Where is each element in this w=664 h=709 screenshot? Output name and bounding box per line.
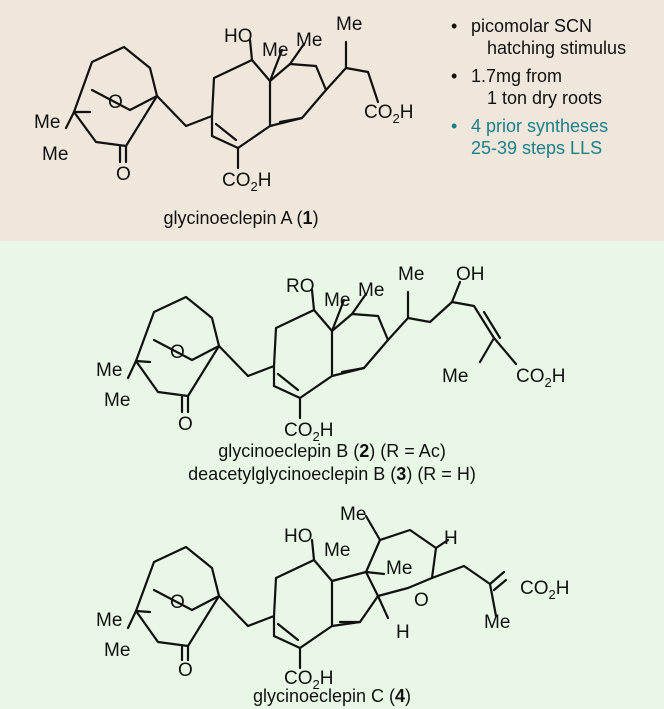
glycinoeclepin-a-panel <box>0 0 664 241</box>
glycinoeclepin-bc-panel <box>0 241 664 709</box>
caption-deacetylglycinoeclepin-b: deacetylglycinoeclepin B (3) (R = H) <box>188 464 476 484</box>
hydrindane-core-b <box>246 280 518 420</box>
svg-text:Me: Me <box>324 290 350 311</box>
a-me-gem2-label: Me <box>42 144 68 165</box>
c-co2h-side-label: CO <box>520 578 549 599</box>
note-item-1: • 1.7mg from 1 ton dry roots <box>451 66 603 108</box>
caption-glycinoeclepin-c: glycinoeclepin C (4) <box>252 686 412 706</box>
svg-text:CO2H: CO2H <box>516 366 565 390</box>
b-ro-label: RO <box>286 276 315 297</box>
a-co2h-ring-label: CO <box>222 170 251 191</box>
hydrindane-core-a <box>184 38 380 170</box>
c-me-gem2-label: Me <box>104 640 130 661</box>
svg-text:Me: Me <box>386 558 412 579</box>
b-me-gem1-label: Me <box>96 360 122 381</box>
a-me-angular-label: Me <box>262 40 288 61</box>
b-me-quat-label: Me <box>358 280 384 301</box>
note-item-2: • 4 prior syntheses 25-39 steps LLS <box>451 116 609 158</box>
svg-text:Me: Me <box>42 144 68 165</box>
svg-text:O: O <box>178 660 193 681</box>
svg-text:Me: Me <box>340 504 366 525</box>
svg-text:OH: OH <box>456 264 485 285</box>
b-oh-label: OH <box>456 264 485 285</box>
svg-text:Me: Me <box>262 40 288 61</box>
svg-text:Me: Me <box>34 112 60 133</box>
b-bridge-o-label: O <box>170 342 185 363</box>
svg-text:CO2H: CO2H <box>364 102 413 126</box>
svg-text:Me: Me <box>104 640 130 661</box>
a-co2h-side-label: CO <box>364 102 393 123</box>
bicyclic-ketone-ring-a <box>64 45 188 164</box>
b-me-gem2-label: Me <box>104 390 130 411</box>
a-me-quat-label: Me <box>296 30 322 51</box>
svg-text:RO: RO <box>286 276 315 297</box>
svg-text:Me: Me <box>104 390 130 411</box>
a-ho-label: HO <box>224 26 253 47</box>
b-oxo-label: O <box>178 414 193 435</box>
svg-text:O: O <box>414 590 429 611</box>
svg-text:HO: HO <box>284 526 313 547</box>
b-co2h-side-label: CO <box>516 366 545 387</box>
structure-glycinoeclepin-a: HO Me Me Me CO2H Me Me O O CO2H <box>34 14 413 194</box>
svg-text:Me: Me <box>324 540 350 561</box>
c-me-vinyl-label: Me <box>484 612 510 633</box>
c-me-top-label: Me <box>340 504 366 525</box>
c-ho-label: HO <box>284 526 313 547</box>
c-me-gem1-label: Me <box>96 610 122 631</box>
c-me-angular-label: Me <box>324 540 350 561</box>
svg-text:CO2H: CO2H <box>520 578 569 602</box>
svg-text:H: H <box>444 528 458 549</box>
svg-text:Me: Me <box>96 360 122 381</box>
a-oxo-label: O <box>116 164 131 185</box>
svg-text:CO2H: CO2H <box>284 668 333 692</box>
c-o-ring-label: O <box>414 590 429 611</box>
svg-text:O: O <box>178 414 193 435</box>
a-me-gem1-label: Me <box>34 112 60 133</box>
a-me-side-label: Me <box>336 14 362 35</box>
svg-text:O: O <box>170 592 185 613</box>
svg-text:CO2H: CO2H <box>222 170 271 194</box>
svg-text:O: O <box>108 92 123 113</box>
c-me-quat-label: Me <box>386 558 412 579</box>
b-co2h-ring-label: CO <box>284 420 313 441</box>
svg-text:Me: Me <box>442 366 468 387</box>
b-me-angular-label: Me <box>324 290 350 311</box>
svg-text:H: H <box>396 622 410 643</box>
c-h-bottom-label: H <box>396 622 410 643</box>
c-bridge-o-label: O <box>170 592 185 613</box>
c-h-top-label: H <box>444 528 458 549</box>
b-me-vinyl-label: Me <box>442 366 468 387</box>
svg-text:Me: Me <box>296 30 322 51</box>
c-co2h-ring-label: CO <box>284 668 313 689</box>
svg-text:CO2H: CO2H <box>284 420 333 444</box>
polycyclic-core-c <box>246 514 508 670</box>
svg-text:Me: Me <box>484 612 510 633</box>
svg-text:O: O <box>170 342 185 363</box>
c-oxo-label: O <box>178 660 193 681</box>
bicyclic-ketone-ring-c <box>126 545 250 662</box>
notes-list: • picomolar SCN hatching stimulus • 1.7m… <box>451 15 626 165</box>
a-bridge-o-label: O <box>108 92 123 113</box>
svg-text:Me: Me <box>336 14 362 35</box>
caption-glycinoeclepin-a: glycinoeclepin A (1) <box>163 208 319 228</box>
b-me-side-label: Me <box>398 264 424 285</box>
caption-glycinoeclepin-b: glycinoeclepin B (2) (R = Ac) <box>218 441 446 461</box>
svg-text:Me: Me <box>358 280 384 301</box>
svg-text:Me: Me <box>398 264 424 285</box>
svg-text:Me: Me <box>96 610 122 631</box>
note-item-0: • picomolar SCN hatching stimulus <box>451 16 627 58</box>
svg-text:HO: HO <box>224 26 253 47</box>
svg-text:O: O <box>116 164 131 185</box>
bicyclic-ketone-ring-b <box>126 295 250 414</box>
